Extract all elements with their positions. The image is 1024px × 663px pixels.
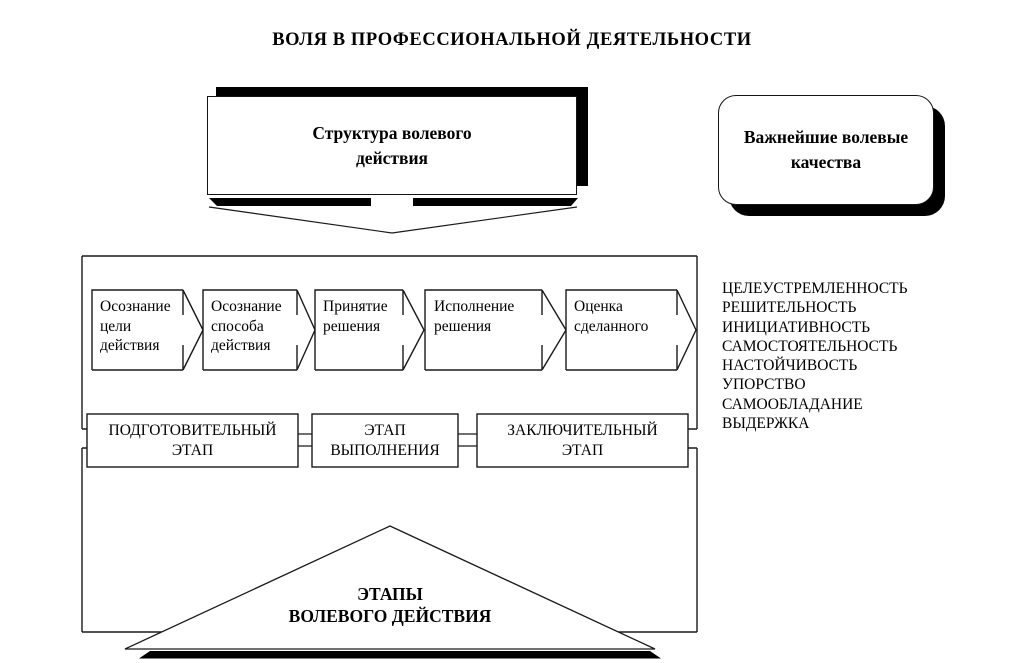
pyramid-triangle <box>124 525 656 650</box>
pyramid-shadow-bar <box>139 651 661 659</box>
flow-step-label: Осознание цели действия <box>100 298 171 354</box>
flow-step-label: Оценка сделанного <box>574 298 649 335</box>
pyramid-label: ЭТАПЫ ВОЛЕВОГО ДЕЙСТВИЯ <box>240 583 540 627</box>
flow-step-arrows <box>91 289 697 371</box>
structure-box: Структура волевого действия <box>207 96 577 195</box>
qualities-list: ЦЕЛЕУСТРЕМЛЕННОСТЬ РЕШИТЕЛЬНОСТЬ ИНИЦИАТ… <box>722 279 1022 433</box>
flow-step-label: Осознание способа действия <box>211 298 282 354</box>
flow-step-label: Исполнение решения <box>434 298 515 335</box>
qualities-list-item: САМООБЛАДАНИЕ <box>722 395 863 413</box>
qualities-list-item: ИНИЦИАТИВНОСТЬ <box>722 318 871 336</box>
flow-step-label: Принятие решения <box>323 298 388 335</box>
pyramid-label-line2: ВОЛЕВОГО ДЕЙСТВИЯ <box>288 606 492 626</box>
structure-box-label: Структура волевого действия <box>312 122 472 168</box>
qualities-box: Важнейшие волевые качества <box>718 95 934 205</box>
qualities-list-item: УПОРСТВО <box>722 376 806 394</box>
stage-connector <box>298 433 477 447</box>
qualities-list-item: ЦЕЛЕУСТРЕМЛЕННОСТЬ <box>722 280 908 297</box>
qualities-list-item: ВЫДЕРЖКА <box>722 415 810 433</box>
pyramid-label-line1: ЭТАПЫ <box>357 584 423 604</box>
stage-box-label: ЗАКЛЮЧИТЕЛЬНЫЙ ЭТАП <box>507 421 658 459</box>
qualities-list-item: САМОСТОЯТЕЛЬНОСТЬ <box>722 337 898 355</box>
stage-boxes <box>86 413 689 468</box>
down-chevron-icon <box>208 198 578 234</box>
qualities-list-item: НАСТОЙЧИВОСТЬ <box>722 357 858 375</box>
stage-box-label: ЭТАП ВЫПОЛНЕНИЯ <box>330 421 440 459</box>
stage-box-label: ПОДГОТОВИТЕЛЬНЫЙ ЭТАП <box>108 421 277 459</box>
qualities-box-label: Важнейшие волевые качества <box>743 127 909 172</box>
diagram-title: ВОЛЯ В ПРОФЕССИОНАЛЬНОЙ ДЕЯТЕЛЬНОСТИ <box>272 30 752 50</box>
qualities-list-item: РЕШИТЕЛЬНОСТЬ <box>722 299 857 317</box>
